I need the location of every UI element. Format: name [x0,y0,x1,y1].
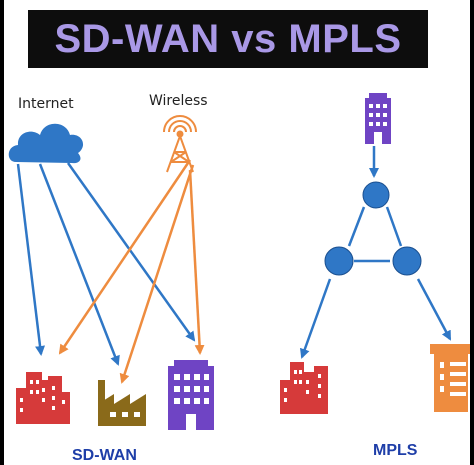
link-wireless-to-city [58,159,192,355]
title-banner: SD-WAN vs MPLS [28,10,428,68]
router-nodes [324,181,422,276]
sdwan-label: SD-WAN [72,447,137,464]
router-node-core [362,181,390,209]
router-node-right [392,246,422,276]
link-left-to-city [299,278,332,359]
water-tower-icon [430,344,470,412]
page-title: SD-WAN vs MPLS [54,16,402,61]
cloud-icon [8,123,84,164]
mpls-label: MPLS [373,442,418,459]
link-internet-to-factory [38,163,120,366]
office-building-icon [168,360,214,430]
link-wireless-to-factory [119,164,195,384]
sdwan-blue-links [16,162,196,366]
link-core-to-right [385,206,403,247]
headquarters-building-icon [365,93,391,144]
wireless-label: Wireless [149,93,208,109]
factory-icon [98,380,146,426]
diagram-frame: SD-WAN vs MPLS Internet Wireless SD-WAN … [4,0,470,465]
internet-label: Internet [18,96,74,112]
link-right-to-tank [416,278,452,341]
link-internet-to-city [16,163,46,356]
wireless-tower-icon [163,115,197,173]
sdwan-orange-links [58,159,205,384]
network-diagram [8,93,470,430]
link-wireless-to-office [188,169,205,355]
link-core-to-left [347,206,366,247]
mpls-links [299,146,452,359]
city-buildings-icon [16,372,70,424]
link-internet-to-office [66,162,196,342]
router-node-left [324,246,354,276]
mpls-city-buildings-icon [280,362,328,414]
